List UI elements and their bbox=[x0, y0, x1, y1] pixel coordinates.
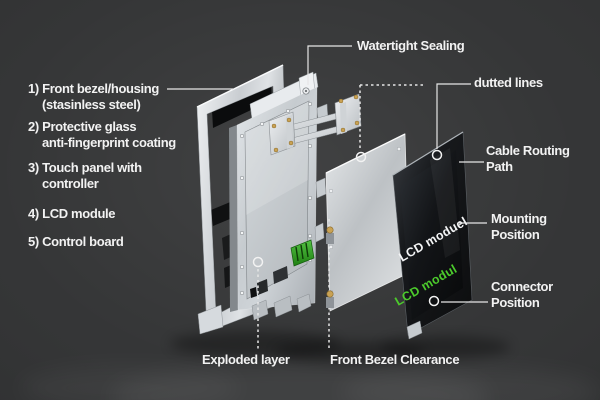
label-touch-panel: 3) Touch panel with controller bbox=[28, 160, 142, 192]
leader-watertight bbox=[307, 45, 352, 85]
lcd-reflection bbox=[430, 148, 460, 258]
ring-connector-position bbox=[428, 295, 440, 307]
label-front-bezel: 1) Front bezel/housing (stasinless steel… bbox=[28, 81, 159, 113]
bracket-post-left bbox=[286, 115, 293, 149]
annotation-lines bbox=[167, 45, 488, 351]
screw-sleeve-lower bbox=[326, 297, 334, 308]
bracket-post-right bbox=[340, 102, 347, 134]
housing-slot-b bbox=[273, 266, 288, 284]
label-protective-glass-line2: anti-fingerprint coating bbox=[42, 135, 176, 150]
bezel-top-highlight bbox=[196, 64, 284, 108]
label-lcd-module-line1: 4) LCD module bbox=[28, 206, 116, 221]
label-front-bezel-line1: 1) Front bezel/housing bbox=[28, 81, 159, 96]
lcd-screen bbox=[400, 150, 463, 320]
ring-dutted bbox=[431, 149, 443, 161]
callout-cable-routing-path: Cable Routing Path bbox=[486, 143, 570, 174]
label-front-bezel-line2: (stasinless steel) bbox=[42, 97, 141, 112]
glass-top-highlight bbox=[325, 133, 406, 174]
housing-side-edge bbox=[229, 125, 238, 312]
lcd-module-panel: LCD moduel LCD modul bbox=[392, 131, 473, 340]
gold-screw-upper bbox=[326, 226, 334, 234]
bracket-plate-right bbox=[334, 93, 362, 136]
bezel-foot bbox=[197, 304, 224, 335]
housing-slot-c bbox=[250, 287, 257, 298]
label-protective-glass: 2) Protective glass anti-fingerprint coa… bbox=[28, 119, 176, 151]
lcd-top-edge bbox=[392, 131, 464, 176]
glass-face bbox=[325, 133, 410, 312]
connector-slots bbox=[295, 242, 309, 262]
ring-markers bbox=[252, 149, 443, 307]
housing-bottom-tabs bbox=[251, 293, 312, 321]
screw-sleeve-upper bbox=[326, 233, 334, 244]
label-touch-panel-line1: 3) Touch panel with bbox=[28, 160, 142, 175]
glass-panel bbox=[325, 133, 410, 312]
label-control-board-line1: 5) Control board bbox=[28, 234, 124, 249]
housing-screws bbox=[239, 101, 313, 296]
callout-watertight-sealing: Watertight Sealing bbox=[357, 38, 465, 53]
controller-bracket bbox=[268, 93, 362, 156]
leader-lines bbox=[167, 45, 488, 303]
ring-glass-top bbox=[355, 151, 367, 163]
label-protective-glass-line1: 2) Protective glass bbox=[28, 119, 137, 134]
ring-exploded-layer bbox=[252, 256, 264, 268]
callout-mounting-position: Mounting Position bbox=[491, 211, 547, 242]
bracket-screws bbox=[271, 94, 360, 153]
label-lcd-module: 4) LCD module bbox=[28, 206, 116, 222]
ground-shadows bbox=[20, 331, 600, 400]
gasket-strip bbox=[212, 83, 272, 128]
label-touch-panel-line2: controller bbox=[42, 176, 99, 191]
lcd-bottom-tab bbox=[406, 320, 423, 340]
callout-dutted-lines: dutted lines bbox=[474, 75, 543, 90]
floating-screws bbox=[326, 226, 334, 308]
label-control-board: 5) Control board bbox=[28, 234, 124, 250]
callout-front-bezel-clearance: Front Bezel Clearance bbox=[330, 352, 460, 367]
callout-exploded-layer: Exploded layer bbox=[202, 352, 290, 367]
gold-screw-lower bbox=[326, 290, 334, 298]
callout-connector-position: Connector Position bbox=[491, 279, 553, 310]
watertight-seal-screw-slot bbox=[305, 90, 307, 92]
housing-slot-a bbox=[257, 279, 268, 295]
leader-dutted-lines bbox=[436, 83, 471, 149]
